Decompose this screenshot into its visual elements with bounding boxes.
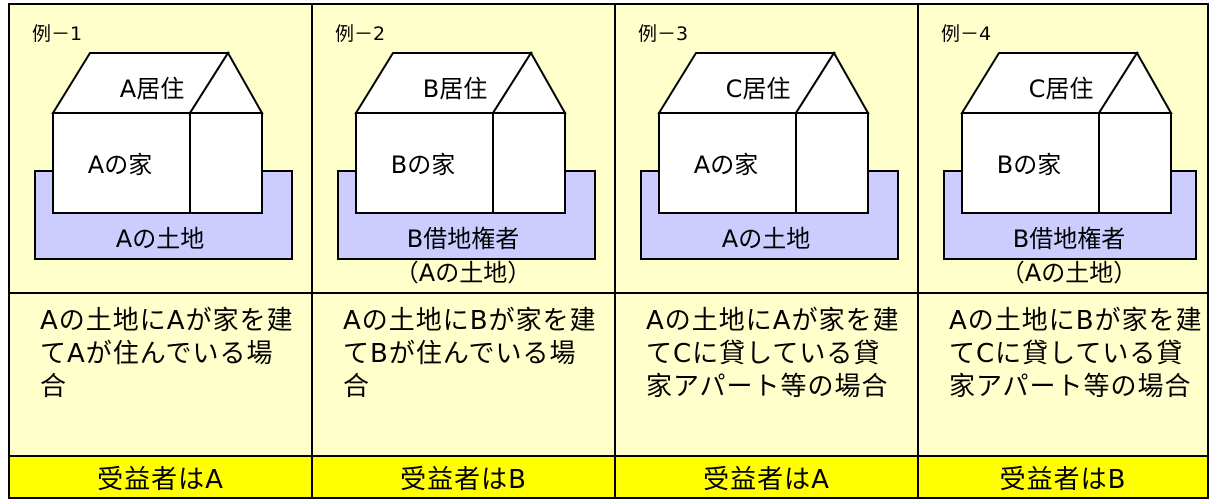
beneficiary-label: 受益者はA xyxy=(616,457,917,497)
house-label: Bの家 xyxy=(997,151,1061,179)
case-description: Aの土地にBが家を建てCに貸している貸家アパート等の場合 xyxy=(949,306,1203,402)
land-label: Aの土地 xyxy=(722,225,810,253)
house-label: Aの家 xyxy=(88,151,152,179)
row-divider xyxy=(10,455,1207,457)
example-column-4: 例－4 C居住 Bの家 B借地権者 （Aの土地） Aの土地にBが家を建てCに貸し… xyxy=(919,5,1207,497)
house-front xyxy=(355,112,494,214)
case-description: Aの土地にBが家を建てBが住んでいる場合 xyxy=(343,306,597,402)
house-label: Bの家 xyxy=(391,151,455,179)
house-side xyxy=(492,112,566,214)
resident-label: B居住 xyxy=(423,75,487,103)
house-diagram: C居住 Aの家 Aの土地 xyxy=(640,51,899,260)
land-note: （Aの土地） xyxy=(395,259,531,287)
example-column-3: 例－3 C居住 Aの家 Aの土地 Aの土地にAが家を建てCに貸している貸家アパー… xyxy=(616,5,919,497)
example-label: 例－1 xyxy=(32,23,83,45)
land-label: Aの土地 xyxy=(116,225,204,253)
example-label: 例－4 xyxy=(941,23,992,45)
house-diagram: B居住 Bの家 B借地権者 （Aの土地） xyxy=(337,51,596,287)
land-label: B借地権者 xyxy=(1013,225,1125,253)
house-side xyxy=(795,112,869,214)
example-column-2: 例－2 B居住 Bの家 B借地権者 （Aの土地） Aの土地にBが家を建てBが住ん… xyxy=(313,5,616,497)
beneficiary-label: 受益者はA xyxy=(10,457,311,497)
example-label: 例－3 xyxy=(638,23,689,45)
house-label: Aの家 xyxy=(694,151,758,179)
resident-label: C居住 xyxy=(726,75,791,103)
land-label: B借地権者 xyxy=(407,225,519,253)
example-column-1: 例－1 A居住 Aの家 Aの土地 Aの土地にAが家を建てAが住んでいる場合 受益… xyxy=(10,5,313,497)
resident-label: C居住 xyxy=(1029,75,1094,103)
house-diagram: A居住 Aの家 Aの土地 xyxy=(34,51,293,260)
case-description: Aの土地にAが家を建てCに貸している貸家アパート等の場合 xyxy=(646,306,900,402)
resident-label: A居住 xyxy=(120,75,184,103)
house-side xyxy=(1098,112,1172,214)
case-description: Aの土地にAが家を建てAが住んでいる場合 xyxy=(40,306,294,402)
house-side xyxy=(189,112,263,214)
example-label: 例－2 xyxy=(335,23,386,45)
house-front xyxy=(658,112,797,214)
row-divider xyxy=(10,292,1207,294)
examples-table: 例－1 A居住 Aの家 Aの土地 Aの土地にAが家を建てAが住んでいる場合 受益… xyxy=(8,3,1209,499)
beneficiary-label: 受益者はB xyxy=(313,457,614,497)
house-front xyxy=(961,112,1100,214)
land-note: （Aの土地） xyxy=(1001,259,1137,287)
beneficiary-label: 受益者はB xyxy=(919,457,1207,497)
house-front xyxy=(52,112,191,214)
house-diagram: C居住 Bの家 B借地権者 （Aの土地） xyxy=(943,51,1197,287)
